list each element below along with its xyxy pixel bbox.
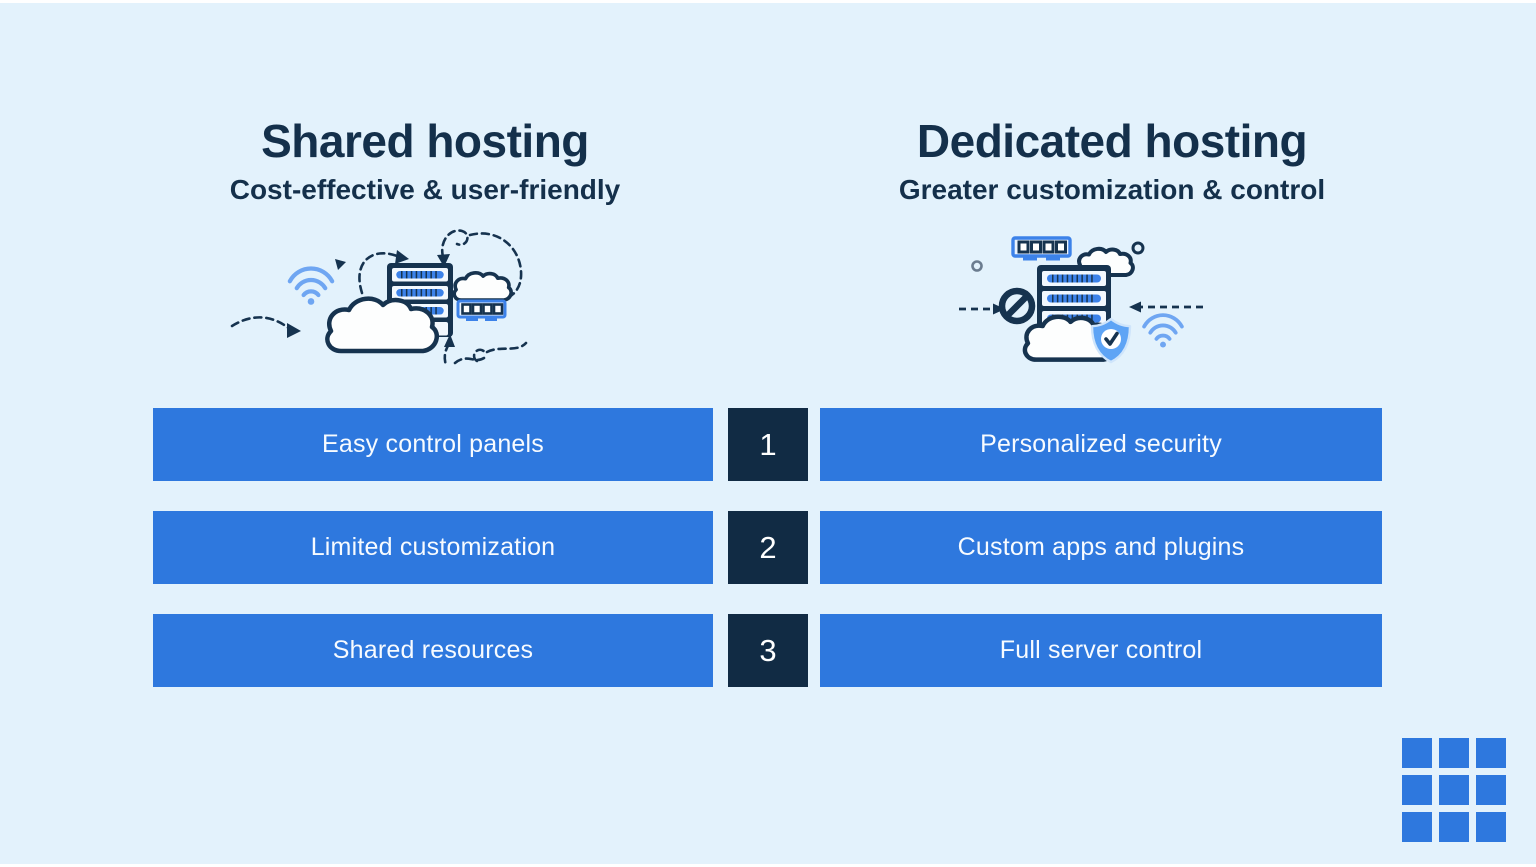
row-number-badge: 2 xyxy=(728,511,808,584)
logo-square xyxy=(1476,738,1506,768)
dedicated-feature-bar: Personalized security xyxy=(820,408,1382,481)
dedicated-hosting-subtitle: Greater customization & control xyxy=(898,173,1326,205)
shared-hosting-title: Shared hosting xyxy=(261,115,589,167)
infographic-canvas: Shared hosting Cost-effective & user-fri… xyxy=(0,3,1536,864)
cloud-icon xyxy=(325,296,440,354)
dedicated-feature-bar: Full server control xyxy=(820,614,1382,687)
dedicated-hosting-header: Dedicated hosting Greater customization … xyxy=(832,115,1392,206)
ring-doodle xyxy=(971,260,983,272)
logo-square xyxy=(1402,812,1432,842)
ram-chip-icon xyxy=(456,299,507,321)
ring-doodle xyxy=(1131,241,1145,255)
dedicated-hosting-illustration xyxy=(945,225,1265,375)
no-entry-icon xyxy=(998,287,1036,325)
comparison-row-2: Limited customization 2 Custom apps and … xyxy=(0,511,1536,584)
wifi-icon xyxy=(287,266,335,305)
logo-square xyxy=(1402,738,1432,768)
dedicated-feature-bar: Custom apps and plugins xyxy=(820,511,1382,584)
comparison-row-3: Shared resources 3 Full server control xyxy=(0,614,1536,687)
wifi-icon xyxy=(1142,313,1184,348)
dedicated-hosting-illustration-svg xyxy=(959,236,1203,364)
shared-hosting-header: Shared hosting Cost-effective & user-fri… xyxy=(145,115,705,206)
logo-square xyxy=(1439,812,1469,842)
shared-feature-bar: Easy control panels xyxy=(153,408,713,481)
shared-feature-bar: Limited customization xyxy=(153,511,713,584)
shared-hosting-illustration-svg xyxy=(230,229,528,367)
shield-check-icon xyxy=(1090,317,1132,364)
dashed-arrow-icon xyxy=(230,229,528,367)
logo-square xyxy=(1439,738,1469,768)
shared-hosting-illustration xyxy=(225,223,545,373)
logo-square xyxy=(1439,775,1469,805)
comparison-row-1: Easy control panels 1 Personalized secur… xyxy=(0,408,1536,481)
logo-square xyxy=(1476,775,1506,805)
triangle-doodle xyxy=(335,259,346,270)
shared-hosting-subtitle: Cost-effective & user-friendly xyxy=(229,173,621,205)
dedicated-hosting-title: Dedicated hosting xyxy=(916,115,1308,167)
row-number-badge: 3 xyxy=(728,614,808,687)
logo-square xyxy=(1476,812,1506,842)
dashed-arrowheads xyxy=(287,250,455,347)
dashed-arrow-icon xyxy=(959,305,1203,311)
cloud-icon xyxy=(452,271,513,302)
shared-feature-bar: Shared resources xyxy=(153,614,713,687)
grid-logo xyxy=(1402,738,1506,842)
logo-square xyxy=(1402,775,1432,805)
ram-chip-icon xyxy=(1011,236,1072,261)
row-number-badge: 1 xyxy=(728,408,808,481)
